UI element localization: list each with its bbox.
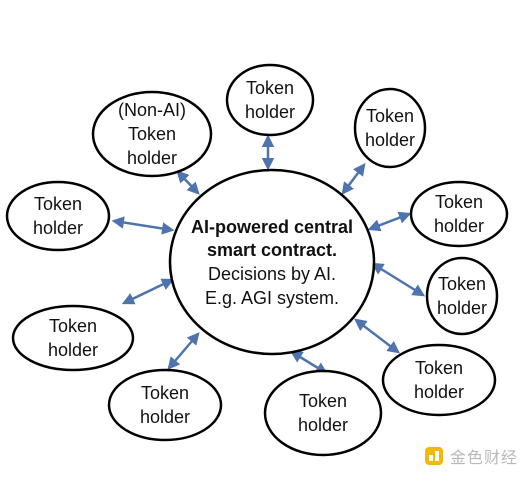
token-holder-node: Token holder <box>5 180 111 252</box>
token-holder-ellipse <box>353 87 427 169</box>
token-holder-node: Token holder <box>11 304 135 372</box>
token-holder-label: holder <box>298 415 348 435</box>
token-holder-ellipse <box>263 369 383 457</box>
bidirectional-arrow <box>341 163 366 195</box>
central-smart-contract-node: AI-powered central smart contract. Decis… <box>168 168 376 356</box>
bidirectional-arrow <box>167 332 200 370</box>
token-holder-label: holder <box>48 340 98 360</box>
token-holder-node: Token holder <box>409 180 509 248</box>
token-holder-nodes: Tokenholder(Non-AI)TokenholderTokenholde… <box>5 63 509 457</box>
connector-arrows <box>111 134 426 375</box>
token-holder-label: (Non-AI) <box>118 100 186 120</box>
bidirectional-arrow <box>289 350 329 375</box>
token-holder-node: Token holder <box>425 256 499 336</box>
center-line-1: AI-powered central <box>191 217 353 237</box>
center-line-2: smart contract. <box>207 240 337 260</box>
token-holder-label: Token <box>366 106 414 126</box>
token-holder-label: Token <box>141 383 189 403</box>
center-line-4: E.g. AGI system. <box>205 288 339 308</box>
token-holder-label: Token <box>415 358 463 378</box>
token-holder-label: holder <box>365 130 415 150</box>
bidirectional-arrow <box>354 318 400 354</box>
token-holder-label: holder <box>437 298 487 318</box>
token-holder-label: holder <box>414 382 464 402</box>
token-holder-ellipse <box>381 343 497 417</box>
token-holder-label: holder <box>434 216 484 236</box>
token-holder-label: Token <box>435 192 483 212</box>
token-holder-label: Token <box>34 194 82 214</box>
central-ellipse <box>168 168 376 356</box>
token-holder-ellipse <box>91 90 213 178</box>
bidirectional-arrow <box>176 170 200 195</box>
token-holder-label: Token <box>246 78 294 98</box>
watermark-text: 金色财经 <box>450 448 519 467</box>
token-holder-ellipse <box>5 180 111 252</box>
token-holder-label: Token <box>128 124 176 144</box>
token-holder-node: (Non-AI) Token holder <box>91 90 213 178</box>
token-holder-label: holder <box>33 218 83 238</box>
token-holder-ellipse <box>425 256 499 336</box>
token-holder-node: Token holder <box>107 368 223 442</box>
bidirectional-arrow <box>121 278 175 305</box>
token-holder-label: holder <box>127 148 177 168</box>
token-holder-ellipse <box>107 368 223 442</box>
token-holder-label: Token <box>299 391 347 411</box>
watermark: 金色财经 <box>424 444 518 468</box>
bidirectional-arrow <box>111 216 175 235</box>
bidirectional-arrow <box>370 262 426 297</box>
token-holder-label: Token <box>49 316 97 336</box>
bidirectional-arrow <box>367 211 412 232</box>
token-holder-ellipse <box>225 63 315 137</box>
token-holder-node: Token holder <box>225 63 315 137</box>
token-holder-label: Token <box>438 274 486 294</box>
brand-logo-icon <box>425 447 443 465</box>
token-holder-ellipse <box>11 304 135 372</box>
token-holder-label: holder <box>245 102 295 122</box>
token-holder-label: holder <box>140 407 190 427</box>
token-holder-ellipse <box>409 180 509 248</box>
token-holder-node: Token holder <box>381 343 497 417</box>
center-line-3: Decisions by AI. <box>208 264 336 284</box>
token-holder-node: Token holder <box>263 369 383 457</box>
token-holder-node: Token holder <box>353 87 427 169</box>
